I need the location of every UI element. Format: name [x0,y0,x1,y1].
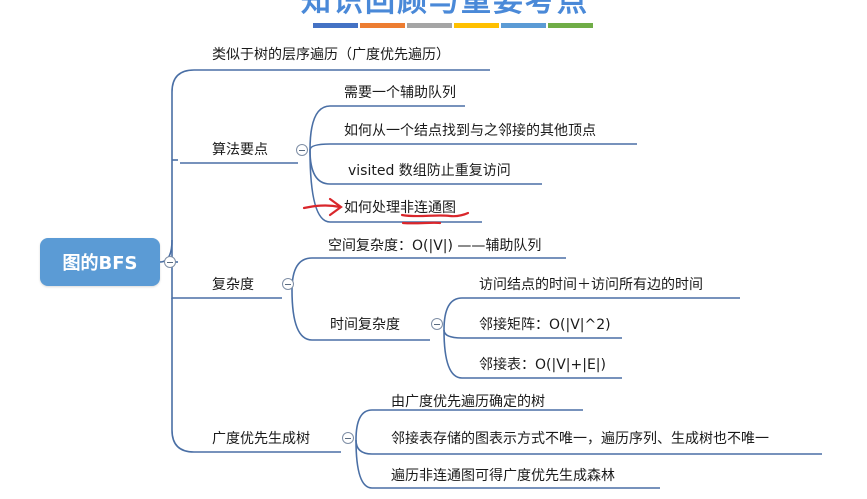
node-space[interactable]: 空间复杂度：O(|V|) ——辅助队列 [328,238,542,254]
color-strip-5 [501,23,546,28]
collapse-complexity-icon[interactable] [282,278,294,290]
node-span-defined[interactable]: 由广度优先遍历确定的树 [391,394,545,410]
root-label: 图的BFS [62,253,138,274]
node-algo-points[interactable]: 算法要点 [212,142,268,158]
collapse-time-icon[interactable] [431,318,443,330]
collapse-spanning-icon[interactable] [342,432,354,444]
color-strip-2 [360,23,405,28]
color-strip-4 [454,23,499,28]
node-algo-queue[interactable]: 需要一个辅助队列 [344,85,456,101]
color-strip-1 [313,23,358,28]
color-strip-6 [548,23,593,28]
slide-title: 知识回顾与重要考点 [301,0,589,19]
node-tree-like[interactable]: 类似于树的层序遍历（广度优先遍历） [212,47,450,63]
root-node[interactable]: 图的BFS [40,238,160,286]
red-arrow-annotation [302,197,470,225]
node-algo-unconnected[interactable]: 如何处理非连通图 [344,200,456,216]
collapse-root-icon[interactable] [164,256,176,268]
node-time-matrix[interactable]: 邻接矩阵：O(|V|^2) [479,317,611,333]
node-spanning[interactable]: 广度优先生成树 [212,431,310,447]
collapse-algo-icon[interactable] [296,144,308,156]
node-time-visit[interactable]: 访问结点的时间＋访问所有边的时间 [479,277,703,293]
node-time-list[interactable]: 邻接表：O(|V|+|E|) [479,357,606,373]
color-strip-3 [407,23,452,28]
node-span-forest[interactable]: 遍历非连通图可得广度优先生成森林 [391,468,615,484]
node-span-unique[interactable]: 邻接表存储的图表示方式不唯一，遍历序列、生成树也不唯一 [391,431,769,447]
node-complexity[interactable]: 复杂度 [212,277,254,293]
node-algo-find[interactable]: 如何从一个结点找到与之邻接的其他顶点 [344,123,596,139]
node-algo-visited[interactable]: visited 数组防止重复访问 [348,163,511,179]
node-time[interactable]: 时间复杂度 [330,317,400,333]
